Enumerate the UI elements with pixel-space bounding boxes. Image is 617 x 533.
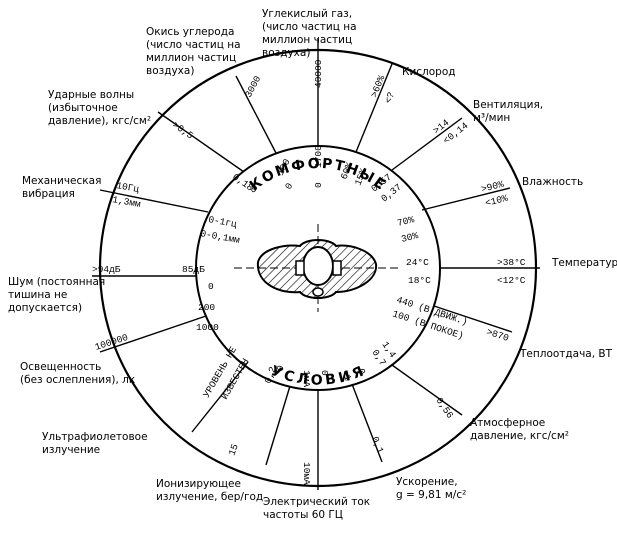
value-co-outer: 3000 xyxy=(243,74,264,100)
label-shock: Ударные волны (избыточное давление), кгс… xyxy=(48,89,151,127)
value-oxygen-outer-b: <? xyxy=(383,90,397,105)
value-noise-inner: 85дБ xyxy=(182,264,205,275)
value-accel-inner: 1 xyxy=(341,373,353,383)
label-light: Освещенность (без ослепления), лк xyxy=(20,361,135,386)
value-noise-outer: >94дБ xyxy=(92,264,121,275)
value-co2-outer: 40000 xyxy=(313,59,324,88)
value-humidity-outer-b: <10% xyxy=(484,193,509,209)
value-light-inner-b: 1000 xyxy=(196,322,219,333)
label-pressure: Атмосферное давление, кгс/см² xyxy=(470,417,569,442)
value-shock-zero: 0 xyxy=(248,183,259,195)
value-light-inner-a: 200 xyxy=(198,302,215,313)
value-vibration-inner-a: 0-1гц xyxy=(207,214,237,230)
label-co2: Углекислый газ, (число частиц на миллион… xyxy=(262,8,360,59)
label-accel: Ускорение, g = 9,81 м/с² xyxy=(396,476,466,501)
label-ionizing: Ионизирующее излучение, бер/год xyxy=(156,478,263,503)
value-temp-outer-b: <12°C xyxy=(497,275,526,286)
value-humidity-outer-a: >90% xyxy=(480,179,505,195)
label-temperature: Температура xyxy=(551,257,617,269)
human-figure-top-view xyxy=(256,239,378,299)
value-co-zero: 0 xyxy=(283,181,296,191)
value-accel-outer: 0,1 xyxy=(369,435,386,455)
value-pressure-outer: 0,56 xyxy=(434,396,456,421)
value-current-zero: 0 xyxy=(319,370,330,376)
value-heat-outer: >870 xyxy=(485,326,510,344)
value-vibration-outer-a: 10Гц xyxy=(115,180,140,195)
value-temp-inner-b: 18°C xyxy=(408,275,431,286)
value-temp-outer-a: >38°C xyxy=(497,257,526,268)
value-accel-zero: 0 xyxy=(355,367,367,377)
label-oxygen: Кислород xyxy=(402,66,456,78)
value-ion-zero: 0 xyxy=(274,364,286,373)
value-vibration-inner-b: 0-0,1мм xyxy=(199,228,241,246)
value-shock-outer: >0,5 xyxy=(170,119,195,141)
value-noise-zero: 0 xyxy=(208,281,214,292)
value-current-inner: 1мА xyxy=(301,370,312,387)
value-temp-inner-a: 24°C xyxy=(406,257,429,268)
value-humidity-inner-b: 30% xyxy=(400,230,420,245)
label-current: Электрический ток частоты 60 ГЦ xyxy=(263,496,373,521)
label-vibration: Механическая вибрация xyxy=(22,175,105,200)
value-co2-inner: 1700 xyxy=(313,145,324,168)
value-ion-outer: 15 xyxy=(226,442,240,457)
value-co2-zero: 0 xyxy=(313,182,324,188)
label-ventilation: Вентиляция, м³/мин xyxy=(473,99,546,124)
label-noise: Шум (постоянная тишина не допускается) xyxy=(8,276,109,314)
label-heat: Теплоотдача, ВТ xyxy=(519,348,613,360)
value-current-outer: 10мА xyxy=(301,462,312,485)
value-humidity-inner-a: 70% xyxy=(396,214,416,229)
label-humidity: Влажность xyxy=(522,176,583,188)
label-uv: Ультрафиолетовое излучение xyxy=(42,431,151,456)
label-co: Окись углерода (число частиц на миллион … xyxy=(146,26,244,77)
radial-lines xyxy=(92,38,540,490)
value-vibration-outer-b: 1,3мм xyxy=(111,194,141,210)
